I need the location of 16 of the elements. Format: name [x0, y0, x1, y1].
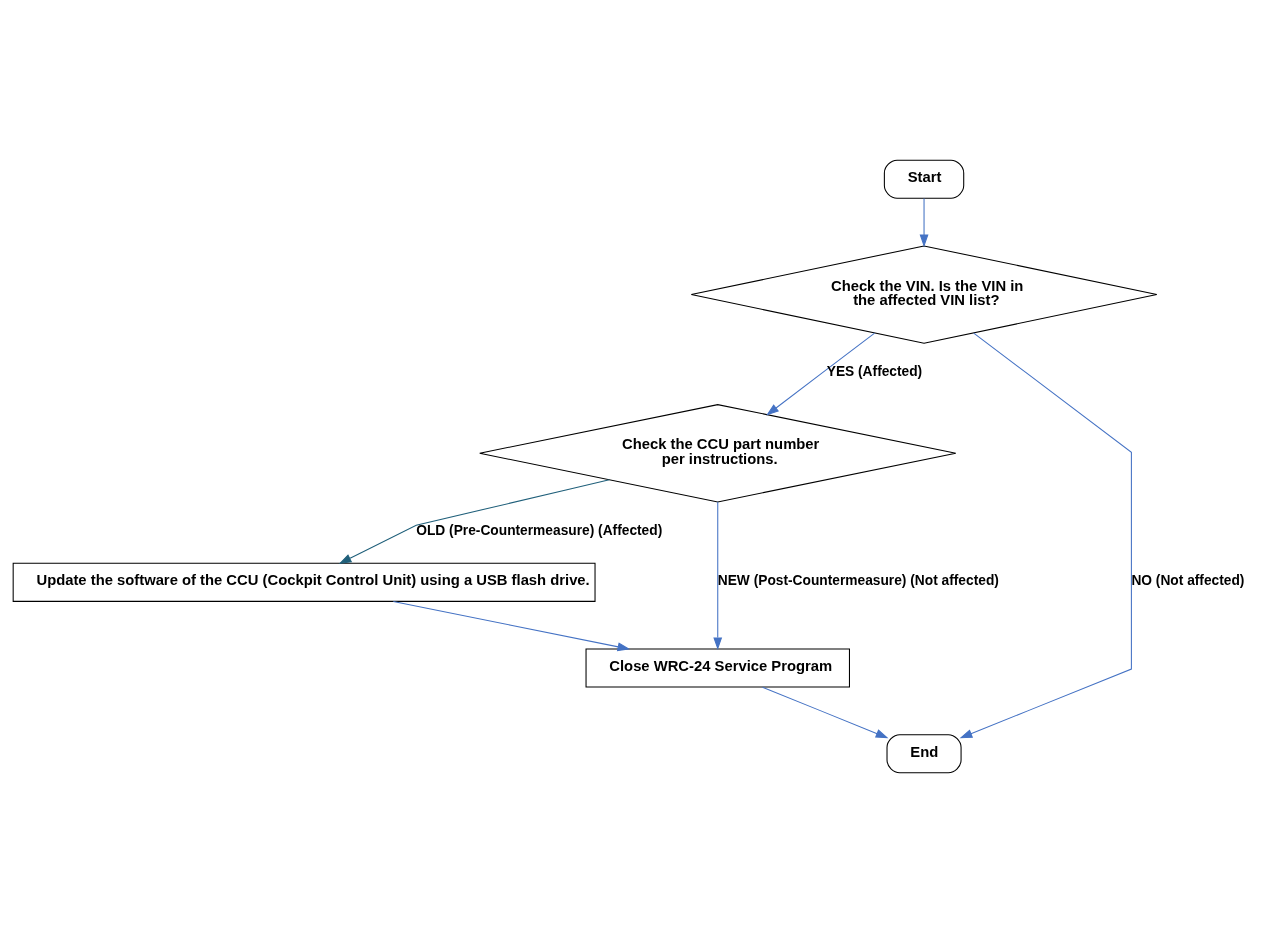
- edge-label: OLD (Pre-Countermeasure) (Affected): [416, 522, 663, 538]
- arrow: [762, 686, 889, 738]
- arrow: [766, 332, 876, 415]
- arrow: [919, 197, 929, 247]
- arrow: [392, 600, 631, 651]
- node-box: Start: [883, 159, 965, 199]
- node-box: End: [886, 733, 962, 773]
- node-box: Close WRC-24 Service Program: [585, 647, 850, 688]
- node-box: Update the software of the CCU (Cockpit Control Unit) using a USB flash drive.: [12, 562, 596, 602]
- arrow: [959, 332, 1132, 738]
- arrow: [338, 478, 610, 564]
- edge-label: YES (Affected): [826, 363, 923, 379]
- edge-label: NEW (Post-Countermeasure) (Not affected): [717, 572, 999, 588]
- arrow: [713, 501, 723, 650]
- edge-label: NO (Not affected): [1131, 572, 1245, 588]
- node-diamond: Check the VIN. Is the VIN in the affected VIN list?: [690, 244, 1158, 344]
